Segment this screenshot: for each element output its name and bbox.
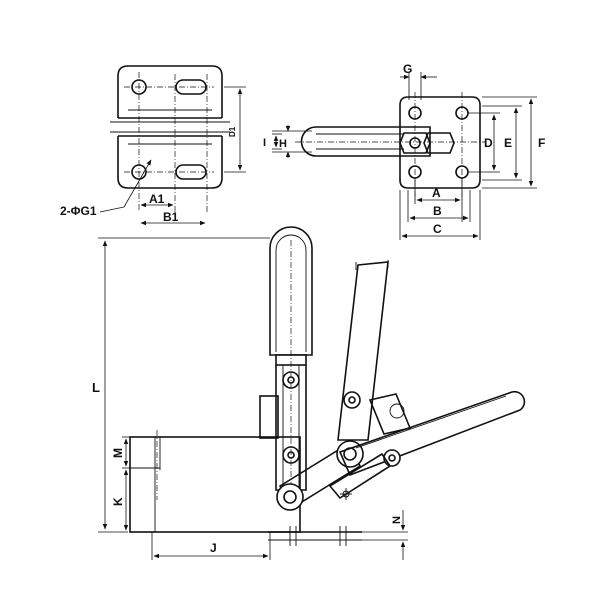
label-h: H (279, 138, 287, 150)
spindle-side-view (272, 72, 537, 240)
base-plate-view (99, 65, 246, 226)
label-2-phi-g1: 2-ΦG1 (60, 204, 97, 218)
label-l: L (92, 380, 100, 395)
label-b: B (433, 204, 442, 218)
label-b1: B1 (163, 210, 179, 224)
label-i: I (263, 137, 266, 149)
label-k: K (111, 497, 125, 506)
label-f: F (538, 136, 545, 150)
label-a1: A1 (149, 192, 165, 206)
label-m: M (111, 448, 125, 458)
label-g: G (403, 62, 412, 76)
label-n: N (391, 516, 403, 524)
label-a: A (432, 186, 441, 200)
clamp-elevation-view (98, 226, 526, 560)
label-j: J (210, 541, 217, 555)
label-e: E (504, 136, 512, 150)
label-c: C (433, 222, 442, 236)
label-d1: D1 (228, 126, 237, 137)
label-d: D (484, 136, 493, 150)
